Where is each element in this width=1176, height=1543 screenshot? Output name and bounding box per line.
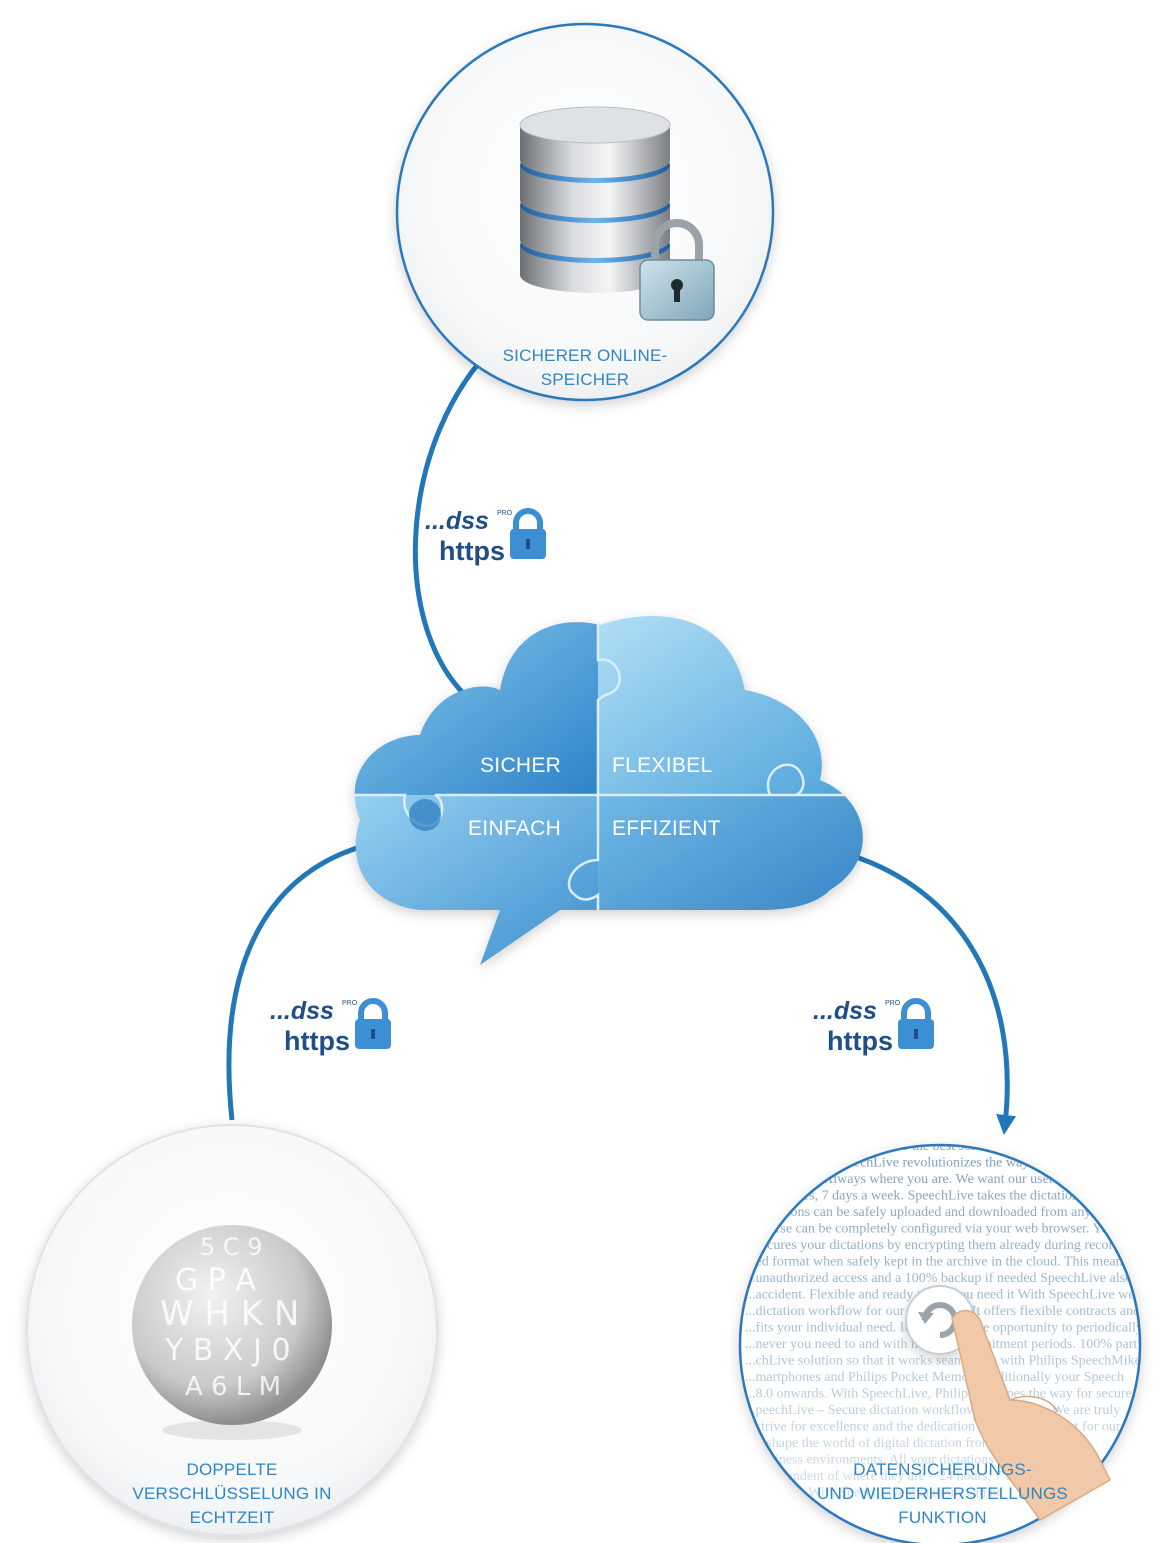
encryption-node: G P A W H K N Y B X J 0 A 6 L M 5 C 9	[26, 1124, 438, 1536]
encryption-label-line-1: DOPPELTE	[186, 1460, 278, 1479]
backup-text-line: ...– 24 hours, 7 days a week. SpeechLive…	[745, 1189, 1079, 1204]
cloud-puzzle	[354, 616, 863, 965]
https-text: https	[439, 536, 505, 566]
padlock-icon	[898, 998, 934, 1049]
storage-label-line-1: SICHERER ONLINE-	[502, 346, 668, 365]
pro-superscript: PRO	[497, 510, 513, 517]
backup-label-line-3: FUNKTION	[898, 1508, 987, 1527]
storage-label-line-2: SPEICHER	[540, 370, 630, 389]
backup-text-line: ...from scratch. SpeechLive revolutioniz…	[745, 1156, 1029, 1171]
backup-text-line: ...ed format when safely kept in the arc…	[745, 1255, 1128, 1270]
encryption-label-line-3: ECHTZEIT	[189, 1508, 275, 1527]
padlock-icon	[510, 508, 546, 559]
backup-text-line: ...unauthorized access and a 100% backup…	[745, 1271, 1176, 1286]
svg-text:Y B X J 0: Y B X J 0	[164, 1333, 291, 1368]
https-text: https	[827, 1026, 893, 1056]
storage-node	[395, 22, 775, 402]
backup-text-line: ...reshape the world of digital dictatio…	[745, 1436, 1039, 1451]
backup-text-line: ...course can be completely configured v…	[745, 1222, 1147, 1237]
backup-label: DATENSICHERUNGS- UND WIEDERHERSTELLUNGS …	[810, 1458, 1075, 1530]
https-badge-right: ...dss PRO https	[813, 997, 934, 1056]
padlock-icon	[355, 998, 391, 1049]
backup-text-line: ...secures your dictations by encrypting…	[745, 1238, 1175, 1253]
https-badge-top: ...dss PRO https	[425, 507, 546, 566]
svg-text:G P A: G P A	[175, 1263, 256, 1298]
cloud-label-effizient: EFFIZIENT	[612, 817, 721, 840]
cloud-label-einfach: EINFACH	[468, 817, 562, 840]
https-badge-left: ...dss PRO https	[270, 997, 391, 1056]
backup-text-line: ...dictations can be safely uploaded and…	[745, 1205, 1126, 1220]
backup-node: ...anyone. We want to deliver the best s…	[738, 1143, 1176, 1543]
restore-touch-icon	[905, 1285, 1111, 1521]
backup-label-line-2: UND WIEDERHERSTELLUNGS	[817, 1484, 1068, 1503]
encryption-label: DOPPELTE VERSCHLÜSSELUNG IN ECHTZEIT	[102, 1458, 362, 1530]
dss-logo-text: ...dss	[270, 997, 334, 1025]
arrow-encryption-to-cloud	[226, 831, 400, 1121]
svg-text:A 6 L M: A 6 L M	[185, 1372, 281, 1402]
storage-label: SICHERER ONLINE- SPEICHER	[455, 344, 715, 392]
https-text: https	[284, 1026, 350, 1056]
backup-label-line-1: DATENSICHERUNGS-	[853, 1460, 1032, 1479]
svg-text:5 C 9: 5 C 9	[200, 1233, 263, 1261]
backup-text-line: ...dictations – Always where you are. We…	[745, 1172, 1059, 1187]
backup-text-line: ...8.0 onwards. With SpeechLive, Philips…	[745, 1387, 1176, 1402]
cloud-label-sicher: SICHER	[480, 754, 562, 777]
arrow-cloud-to-storage	[412, 337, 503, 697]
encryption-label-line-2: VERSCHLÜSSELUNG IN	[132, 1484, 332, 1503]
svg-text:W H K N: W H K N	[160, 1294, 299, 1334]
cloud-label-flexibel: FLEXIBEL	[612, 754, 713, 777]
database-lock-icon	[519, 106, 715, 321]
dss-logo-text: ...dss	[425, 507, 489, 535]
backup-text-line: ...independent of where they are – 24 ho…	[745, 1469, 1077, 1484]
letter-sphere-icon: G P A W H K N Y B X J 0 A 6 L M 5 C 9	[132, 1225, 332, 1440]
backup-text-line: ...peechLive – Secure dictation workflow…	[745, 1403, 1120, 1418]
backup-text-line: ...chLive solution so that it works seam…	[745, 1354, 1141, 1369]
backup-text-line: ...business environments. All your dicta…	[745, 1453, 1050, 1468]
dss-logo-text: ...dss	[813, 997, 877, 1025]
arrow-cloud-to-backup	[849, 852, 1017, 1135]
pro-superscript: PRO	[885, 1000, 901, 1007]
backup-text-line: ...strive for excellence and the dedicat…	[745, 1420, 1176, 1435]
pro-superscript: PRO	[342, 1000, 358, 1007]
backup-text-line: ...martphones and Philips Pocket Memos. …	[745, 1370, 1124, 1385]
